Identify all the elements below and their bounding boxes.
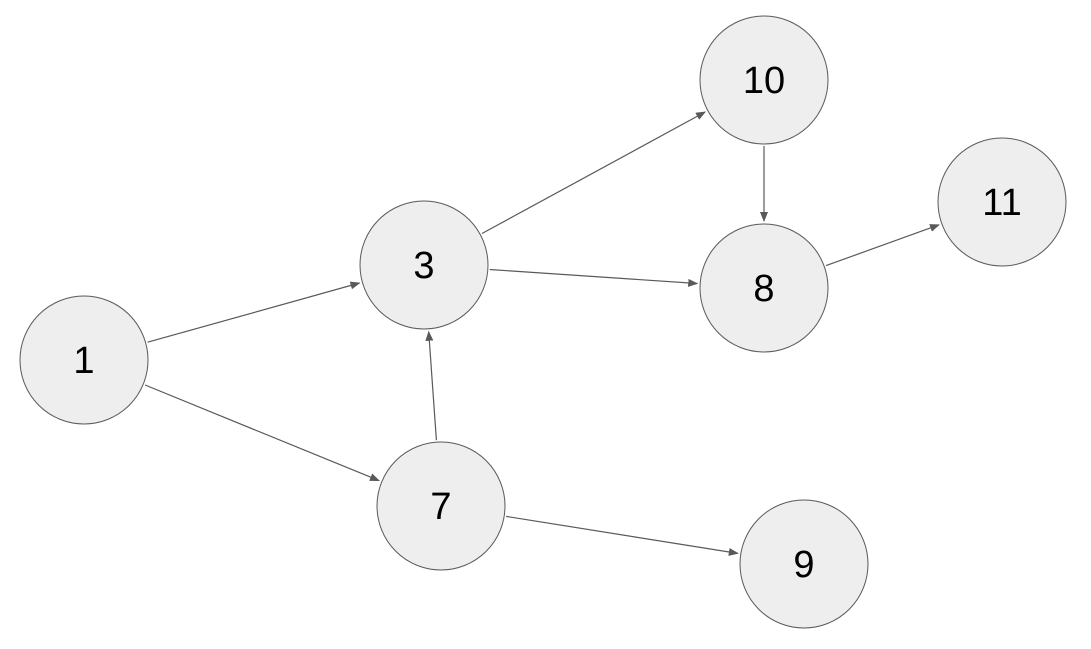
node-9: 9 <box>739 499 869 629</box>
edge-8-to-11 <box>825 224 940 267</box>
node-label: 3 <box>413 245 434 287</box>
node-1: 1 <box>19 295 149 425</box>
node-7: 7 <box>376 441 506 571</box>
node-circle <box>699 223 829 353</box>
node-10: 10 <box>699 15 829 145</box>
nodes-layer: 1 3 7 10 8 11 9 <box>19 15 1067 629</box>
node-11: 11 <box>937 137 1067 267</box>
node-circle <box>376 441 506 571</box>
node-circle <box>937 137 1067 267</box>
edge-7-to-9 <box>506 515 739 556</box>
node-label: 11 <box>982 182 1021 224</box>
node-3: 3 <box>359 200 489 330</box>
node-label: 9 <box>793 544 814 586</box>
edge-7-to-3 <box>425 330 437 441</box>
node-circle <box>19 295 149 425</box>
edge-1-to-3 <box>147 281 361 343</box>
edge-1-to-7 <box>144 384 380 482</box>
edges-layer <box>144 111 940 556</box>
node-circle <box>739 499 869 629</box>
node-8: 8 <box>699 223 829 353</box>
node-circle <box>359 200 489 330</box>
edge-3-to-10 <box>481 111 706 235</box>
node-circle <box>699 15 829 145</box>
node-label: 10 <box>743 60 785 102</box>
node-label: 1 <box>73 340 94 382</box>
edge-3-to-8 <box>489 268 699 287</box>
node-label: 8 <box>753 268 774 310</box>
node-label: 7 <box>430 486 451 528</box>
